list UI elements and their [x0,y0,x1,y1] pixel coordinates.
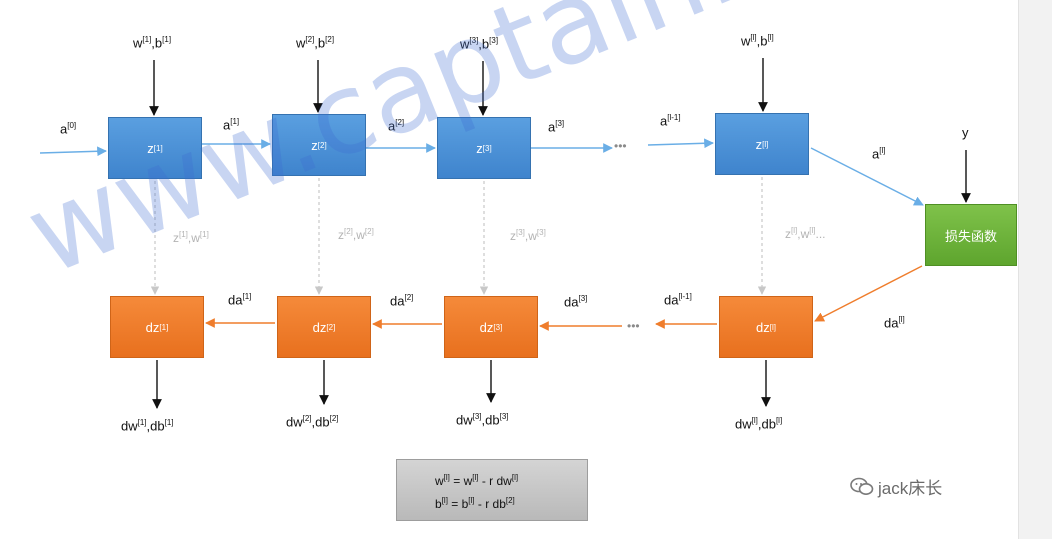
activation-label-3: a[3] [548,119,565,135]
backward-node-4: dz[l] [719,296,813,358]
forward-node-2-superscript: [2] [317,140,327,150]
forward-node-2-label: z [311,137,318,153]
loss-function-label: 损失函数 [944,228,997,244]
activation-label-l: a[l] [872,146,886,162]
activation-label-1: a[1] [223,117,240,133]
activation-label-0: a[0] [60,121,77,137]
grad-label-1: da[1] [228,292,252,308]
arrow-fl-loss [810,147,924,206]
formula-line-b: b[l] = b[l] - r db[2] [435,496,515,511]
forward-node-1-superscript: [1] [153,143,163,153]
arrow-a0-in [39,146,107,157]
forward-node-3-superscript: [3] [482,143,492,153]
backward-node-2: dz[2] [277,296,371,358]
wechat-badge: jack床长 [850,474,942,499]
weight-input-label-1: w[1],b[1] [133,35,172,51]
arrow-ellipsis-fl [647,138,714,149]
grad-label-2: da[2] [390,293,414,309]
output-label-1: dw[1],db[1] [121,418,174,434]
backward-node-1-superscript: [1] [159,322,169,332]
wechat-icon [850,477,874,495]
grad-label-l: da[l] [884,315,905,331]
forward-node-3: z[3] [437,117,531,179]
weight-input-label-3: w[3],b[3] [460,36,499,52]
loss-function-node: 损失函数 [925,204,1017,266]
formula-line-w: w[l] = w[l] - r dw[l] [435,473,519,488]
forward-node-4-superscript: [l] [762,139,769,149]
activation-label-l-minus-1: a[l-1] [660,113,681,129]
backward-node-3: dz[3] [444,296,538,358]
weight-input-label-l: w[l],b[l] [741,33,774,49]
backward-node-4-label: dz [756,319,770,335]
output-label-l: dw[l],db[l] [735,416,783,432]
y-label: y [962,125,969,140]
backward-node-4-superscript: [l] [769,322,776,332]
forward-node-4: z[l] [715,113,809,175]
backward-ellipsis: ••• [627,319,640,333]
weight-input-label-2: w[2],b[2] [296,35,335,51]
backward-node-2-label: dz [312,319,327,335]
forward-node-2: z[2] [272,114,366,176]
cache-label-1: z[1],w[1] [173,230,209,245]
update-rule-formula: w[l] = w[l] - r dw[l] b[l] = b[l] - r db… [396,459,588,521]
output-label-2: dw[2],db[2] [286,414,339,430]
forward-node-4-label: z [755,136,763,152]
grad-label-l-minus-1: da[l-1] [664,292,692,308]
forward-node-1: z[1] [108,117,202,179]
arrow-loss-bl [814,265,923,322]
forward-ellipsis: ••• [614,139,627,153]
cache-label-l: z[l],w[l]... [785,226,826,241]
backward-node-1-label: dz [145,319,160,335]
output-label-3: dw[3],db[3] [456,412,509,428]
forward-node-1-label: z [147,140,154,156]
forward-node-3-label: z [476,140,483,156]
backward-node-2-superscript: [2] [326,322,336,332]
wechat-account-name: jack床长 [878,479,943,498]
backward-node-1: dz[1] [110,296,204,358]
backward-node-3-superscript: [3] [493,322,503,332]
grad-label-3: da[3] [564,294,588,310]
backward-node-3-label: dz [479,319,494,335]
cache-label-3: z[3],w[3] [510,228,546,243]
cache-label-2: z[2],w[2] [338,227,374,242]
right-scrollbar-panel [1018,0,1052,539]
activation-label-2: a[2] [388,118,405,134]
